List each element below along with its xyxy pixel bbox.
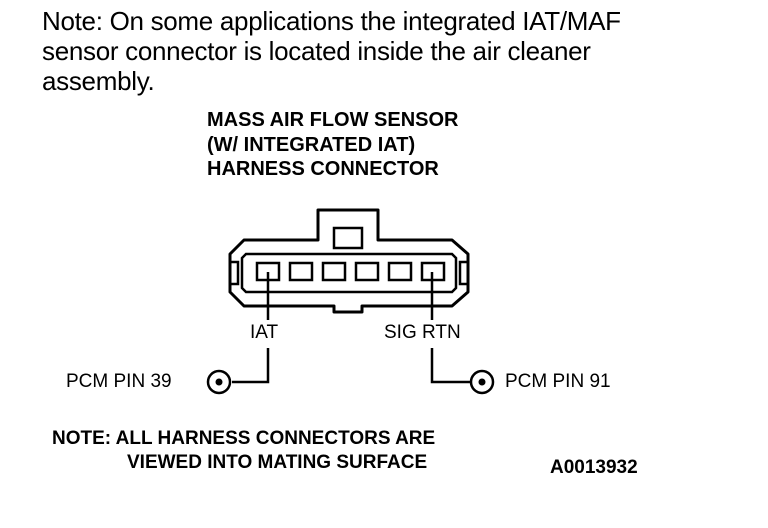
connector-title: MASS AIR FLOW SENSOR (W/ INTEGRATED IAT)… — [207, 108, 458, 182]
figure-id: A0013932 — [550, 457, 638, 478]
connector-outer-shell — [228, 208, 470, 314]
connector-lock-tab — [332, 226, 364, 250]
top-note-line-3: assembly. — [42, 66, 155, 96]
title-line-3: HARNESS CONNECTOR — [207, 158, 439, 180]
iat-wire — [232, 348, 270, 384]
connector-right-notch — [458, 260, 468, 286]
sig-rtn-label: SIG RTN — [384, 322, 461, 343]
title-line-1: MASS AIR FLOW SENSOR — [207, 109, 459, 131]
pcm-pin-39-label: PCM PIN 39 — [66, 371, 172, 392]
top-note-line-2: sensor connector is located inside the a… — [42, 36, 591, 66]
title-line-2: (W/ INTEGRATED IAT) — [207, 133, 416, 156]
pin-cavity-4 — [354, 261, 380, 282]
pcm-pin-91-terminal-dot — [478, 378, 486, 386]
pcm-pin-91-label: PCM PIN 91 — [505, 371, 611, 392]
bottom-note-line-1: NOTE: ALL HARNESS CONNECTORS ARE — [52, 428, 436, 449]
iat-label: IAT — [250, 322, 279, 343]
top-note: Note: On some applications the integrate… — [42, 6, 742, 96]
pin-cavity-2 — [288, 261, 314, 282]
bottom-note-line-2: VIEWED INTO MATING SURFACE — [127, 452, 428, 473]
sig-rtn-wire — [430, 348, 470, 384]
pcm-pin-39-terminal-dot — [215, 378, 223, 386]
top-note-line-1: Note: On some applications the integrate… — [42, 6, 621, 36]
connector-left-notch — [230, 260, 240, 286]
pin-cavity-3 — [321, 261, 347, 282]
pin-cavity-5 — [387, 261, 413, 282]
connector-inner-shell — [240, 252, 458, 294]
